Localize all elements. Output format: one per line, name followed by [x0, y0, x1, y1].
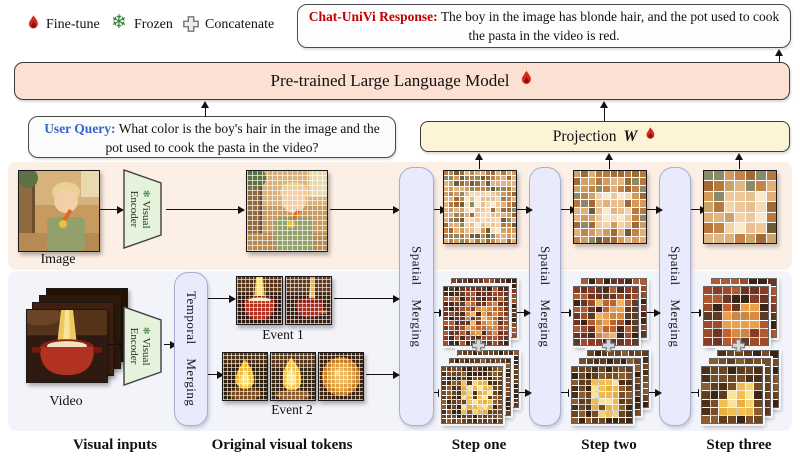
step3-event2-token-stack — [699, 348, 781, 426]
image-input-label: Image — [40, 252, 76, 267]
flame-icon — [519, 69, 534, 93]
pretrained-llm-box: Pre-trained Large Language Model — [14, 62, 790, 100]
encoder-label-line2: Encoder — [127, 327, 140, 365]
arrow-spatial3-to-step3-ev2 — [691, 388, 705, 397]
arrow-step3-to-projection — [735, 153, 744, 169]
column-label-original-tokens: Original visual tokens — [211, 437, 353, 453]
snowflake-icon: ❄ — [140, 189, 151, 198]
flame-icon — [644, 126, 657, 147]
arrow-step1-ev2-to-spatial2 — [519, 388, 532, 397]
video-input-label: Video — [49, 394, 83, 409]
concatenate-icon — [182, 15, 200, 38]
arrow-step2-to-projection — [605, 153, 614, 169]
event2-token-frame — [270, 352, 316, 401]
step1-event1-token-stack — [441, 276, 519, 348]
query-text: What color is the boy's hair in the imag… — [105, 121, 380, 155]
snowflake-icon: ❄ — [140, 326, 151, 335]
flame-icon — [26, 13, 41, 33]
step2-image-tokens — [573, 170, 647, 244]
llm-label: Pre-trained Large Language Model — [270, 71, 510, 90]
legend-finetune-label: Fine-tune — [46, 17, 100, 32]
column-label-step-three: Step three — [706, 437, 772, 453]
arrow-spatial2-to-step2-ev1 — [561, 308, 576, 317]
arrow-step2-to-spatial3 — [647, 205, 663, 214]
encoder-label-line2: Encoder — [127, 190, 140, 228]
arrow-temporal-to-event2 — [208, 370, 224, 379]
projection-box: Projection W — [420, 121, 790, 152]
event2-token-frame — [318, 352, 364, 401]
arrow-step1-to-projection — [475, 153, 484, 169]
spatial-merging-label: Spatial Merging — [538, 245, 553, 348]
image-token-grid — [246, 170, 328, 252]
step1-image-tokens — [443, 170, 517, 244]
video-front-frame — [26, 309, 108, 383]
encoder-label-line1: Visual — [140, 200, 152, 229]
step2-event1-token-stack — [571, 276, 649, 348]
arrow-encoder-to-temporal — [164, 340, 177, 349]
legend-frozen-label: Frozen — [134, 17, 173, 32]
event2-label: Event 2 — [271, 402, 313, 417]
event1-token-frame — [285, 276, 332, 325]
arrow-event2-to-spatial1 — [366, 370, 400, 379]
arrow-spatial1-to-step1-ev2 — [434, 388, 445, 397]
arrow-encoder-to-image-tokens — [166, 205, 245, 214]
event1-token-frame — [236, 276, 283, 325]
arrow-spatial1-to-step1-image — [434, 205, 447, 214]
column-label-step-two: Step two — [581, 437, 637, 453]
arrow-spatial1-to-step1-ev1 — [434, 308, 446, 317]
input-video-stack — [26, 288, 128, 383]
step3-image-tokens — [703, 170, 777, 244]
input-image-photo — [18, 170, 100, 252]
visual-encoder-image: ❄ Visual Encoder — [123, 169, 162, 249]
temporal-merging-label: Temporal Merging — [184, 291, 199, 407]
projection-label: Projection — [552, 127, 617, 145]
arrow-spatial2-to-step2-image — [561, 205, 577, 214]
concatenate-icon — [731, 338, 746, 358]
temporal-merging: Temporal Merging — [174, 272, 208, 426]
step1-event2-token-stack — [439, 348, 521, 426]
event2-token-frame — [222, 352, 268, 401]
legend-concatenate-label: Concatenate — [205, 17, 275, 32]
token-gridlines — [247, 171, 327, 251]
spatial-merging-1: Spatial Merging — [399, 167, 434, 426]
arrow-llm-to-response — [775, 49, 784, 62]
projection-symbol: W — [623, 127, 638, 145]
arrow-event1-to-spatial1 — [334, 294, 400, 303]
response-bubble: Chat-UniVi Response: The boy in the imag… — [297, 4, 791, 48]
arrow-image-to-encoder — [100, 205, 124, 214]
arrow-spatial3-to-step3-ev1 — [691, 308, 706, 317]
response-text: The boy in the image has blonde hair, an… — [440, 9, 780, 43]
column-label-step-one: Step one — [451, 437, 507, 453]
arrow-query-to-llm — [201, 101, 210, 117]
arrow-tokens-to-spatial1 — [330, 205, 400, 214]
query-prefix: User Query: — [44, 121, 116, 136]
arrow-step1-to-spatial2 — [517, 205, 533, 214]
concatenate-icon — [601, 338, 616, 358]
spatial-merging-label: Spatial Merging — [668, 245, 683, 348]
user-query-bubble: User Query: What color is the boy's hair… — [28, 116, 396, 158]
spatial-merging-label: Spatial Merging — [409, 245, 425, 348]
arrow-spatial3-to-step3-image — [691, 205, 707, 214]
event1-label: Event 1 — [262, 327, 304, 342]
arrow-video-to-encoder — [108, 340, 126, 349]
arrow-step2-ev2-to-spatial3 — [649, 388, 662, 397]
concatenate-icon — [471, 338, 486, 358]
arrow-projection-to-llm — [600, 101, 609, 121]
arrow-step1-ev1-to-spatial2 — [517, 308, 531, 317]
spatial-merging-3: Spatial Merging — [659, 167, 691, 426]
arrow-spatial2-to-step2-ev2 — [561, 388, 575, 397]
arrow-temporal-to-event1 — [208, 294, 236, 303]
arrow-step2-ev1-to-spatial3 — [647, 308, 661, 317]
step2-event2-token-stack — [569, 348, 651, 426]
encoder-label-line1: Visual — [140, 337, 152, 366]
snowflake-icon: ❄ — [111, 12, 127, 33]
response-prefix: Chat-UniVi Response: — [308, 9, 438, 24]
step3-event1-token-stack — [701, 276, 779, 348]
visual-encoder-video: ❄ Visual Encoder — [123, 306, 162, 386]
column-label-visual-inputs: Visual inputs — [72, 437, 158, 453]
spatial-merging-2: Spatial Merging — [529, 167, 561, 426]
